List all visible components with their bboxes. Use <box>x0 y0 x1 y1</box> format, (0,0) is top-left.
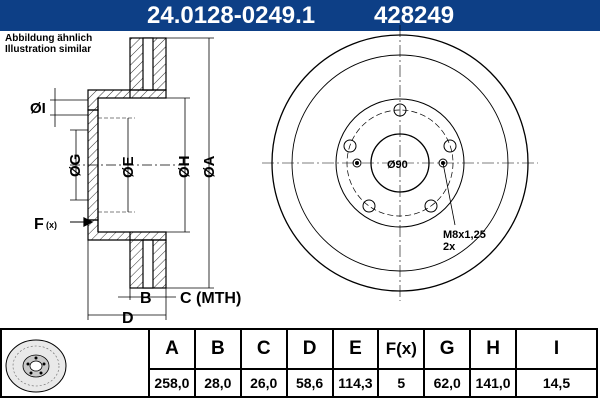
spec-col-c: C 26,0 <box>241 330 288 396</box>
spec-header-d: D <box>287 330 332 370</box>
spec-value-b: 28,0 <box>204 375 232 391</box>
part-number: 24.0128-0249.1 <box>147 2 316 29</box>
reference-number: 428249 <box>374 2 455 29</box>
label-dim-c: C (MTH) <box>180 290 241 307</box>
spec-value-c: 26,0 <box>250 375 278 391</box>
side-section-view <box>50 37 214 320</box>
disc-thumbnail-icon <box>5 339 67 393</box>
spec-col-g: G 62,0 <box>425 330 472 396</box>
spec-col-f: F(x) 5 <box>379 330 426 396</box>
spec-col-h: H 141,0 <box>471 330 517 396</box>
title-bar: 24.0128-0249.1 428249 <box>0 0 600 31</box>
spec-header-h: H <box>471 330 515 370</box>
note-illustration-de: Abbildung ähnlich <box>5 33 93 44</box>
spec-value-h: 141,0 <box>475 375 511 391</box>
spec-value-a: 258,0 <box>154 375 190 391</box>
spec-header-g: G <box>425 330 470 370</box>
spec-header-f: F(x) <box>379 330 424 370</box>
disc-thumbnail <box>2 330 150 396</box>
spec-value-f: 5 <box>397 375 406 391</box>
label-dim-f-sub: (x) <box>46 220 57 230</box>
label-dim-h: ØH <box>176 156 193 179</box>
spec-grid: A 258,0 B 28,0 C 26,0 D 58,6 E 114,3 F(x) 5 G 6… <box>150 330 596 396</box>
spec-header-i: I <box>517 330 596 370</box>
label-dim-e: ØE <box>120 156 137 178</box>
label-dim-f: F <box>34 216 44 233</box>
spec-col-d: D 58,6 <box>287 330 334 396</box>
spec-col-b: B 28,0 <box>195 330 242 396</box>
technical-drawing: ØI ØG ØE ØH ØA F (x) B C (MTH) D <box>30 25 538 327</box>
spec-header-b: B <box>195 330 240 370</box>
front-view <box>262 25 538 301</box>
note-illustration-en: Illustration similar <box>5 44 92 55</box>
threaded-holes <box>352 158 448 168</box>
label-center-bore: Ø90 <box>387 159 408 171</box>
spec-value-i: 14,5 <box>542 375 571 391</box>
label-thread: M8x1,25 <box>443 229 486 241</box>
spec-header-c: C <box>241 330 286 370</box>
hat-wall-bottom <box>87 219 167 241</box>
spec-value-e: 114,3 <box>338 375 373 391</box>
spec-col-i: I 14,5 <box>517 330 596 396</box>
bolt-holes <box>343 103 457 213</box>
label-thread-count: 2x <box>443 241 456 253</box>
spec-col-e: E 114,3 <box>333 330 380 396</box>
hat-wall-top <box>87 89 167 111</box>
label-dim-a: ØA <box>201 155 218 178</box>
spec-value-d: 58,6 <box>295 375 324 391</box>
label-dim-g: ØG <box>67 154 84 177</box>
spec-header-a: A <box>150 330 194 370</box>
spec-value-g: 62,0 <box>433 375 461 391</box>
label-dim-d: D <box>122 310 134 327</box>
spec-col-a: A 258,0 <box>150 330 196 396</box>
label-dim-b: B <box>140 290 152 307</box>
spec-header-e: E <box>333 330 378 370</box>
threaded-hole-centers <box>355 161 445 165</box>
spec-table: A 258,0 B 28,0 C 26,0 D 58,6 E 114,3 F(x) 5 G 6… <box>0 328 598 398</box>
label-dim-i: ØI <box>30 100 46 117</box>
